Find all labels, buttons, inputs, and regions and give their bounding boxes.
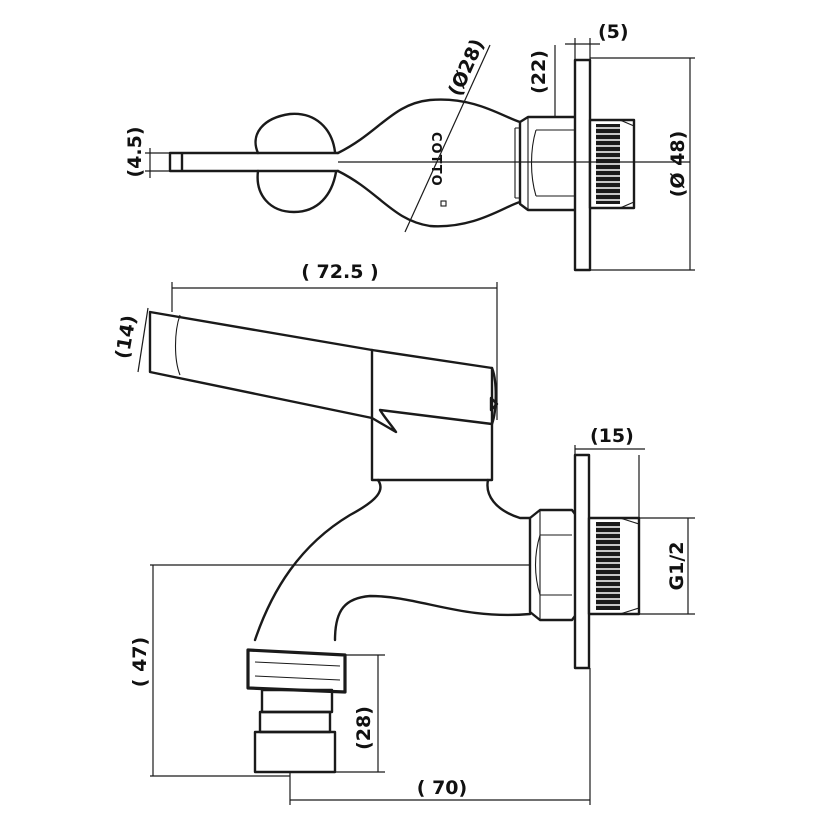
side-valve-body <box>253 478 532 642</box>
side-view <box>148 310 641 774</box>
dim-28-dia-label: (Ø28) <box>444 36 488 100</box>
top-thread-ridges <box>596 124 620 204</box>
dim-47-label: ( 47) <box>129 637 151 687</box>
side-thread-ridges <box>596 522 620 610</box>
dim-28-label: (28) <box>353 706 375 750</box>
top-disc <box>254 112 338 214</box>
side-hex-nut <box>528 508 580 622</box>
side-hose-adapter <box>260 688 334 714</box>
side-handle-indicator <box>489 396 499 412</box>
dim-22-label: (22) <box>528 50 550 94</box>
dim-g12-label: G1/2 <box>666 542 688 591</box>
top-teardrop-body <box>336 98 522 228</box>
dim-72-5-label: ( 72.5 ) <box>301 261 378 283</box>
top-handle-lever <box>168 151 340 173</box>
side-spout-lower <box>333 594 532 642</box>
dim-15-label: (15) <box>590 425 634 447</box>
top-view: COTTO <box>168 58 636 272</box>
brand-logo-text: COTTO <box>428 132 443 187</box>
side-lever-handle <box>148 310 497 434</box>
dim-4-5-label: (4.5) <box>124 126 146 177</box>
dim-5-label: (5) <box>598 21 629 43</box>
top-wall-plate <box>573 58 592 272</box>
side-hose-end <box>253 730 337 774</box>
brand-logo-mark <box>440 200 447 207</box>
side-hose-nut <box>246 648 347 694</box>
dim-70-label: ( 70) <box>417 777 467 799</box>
dim-48-dia-label: (Ø 48) <box>667 131 689 198</box>
dim-14-label: (14) <box>111 313 140 360</box>
side-hose-tip <box>258 710 332 734</box>
side-wall-plate <box>573 453 591 670</box>
